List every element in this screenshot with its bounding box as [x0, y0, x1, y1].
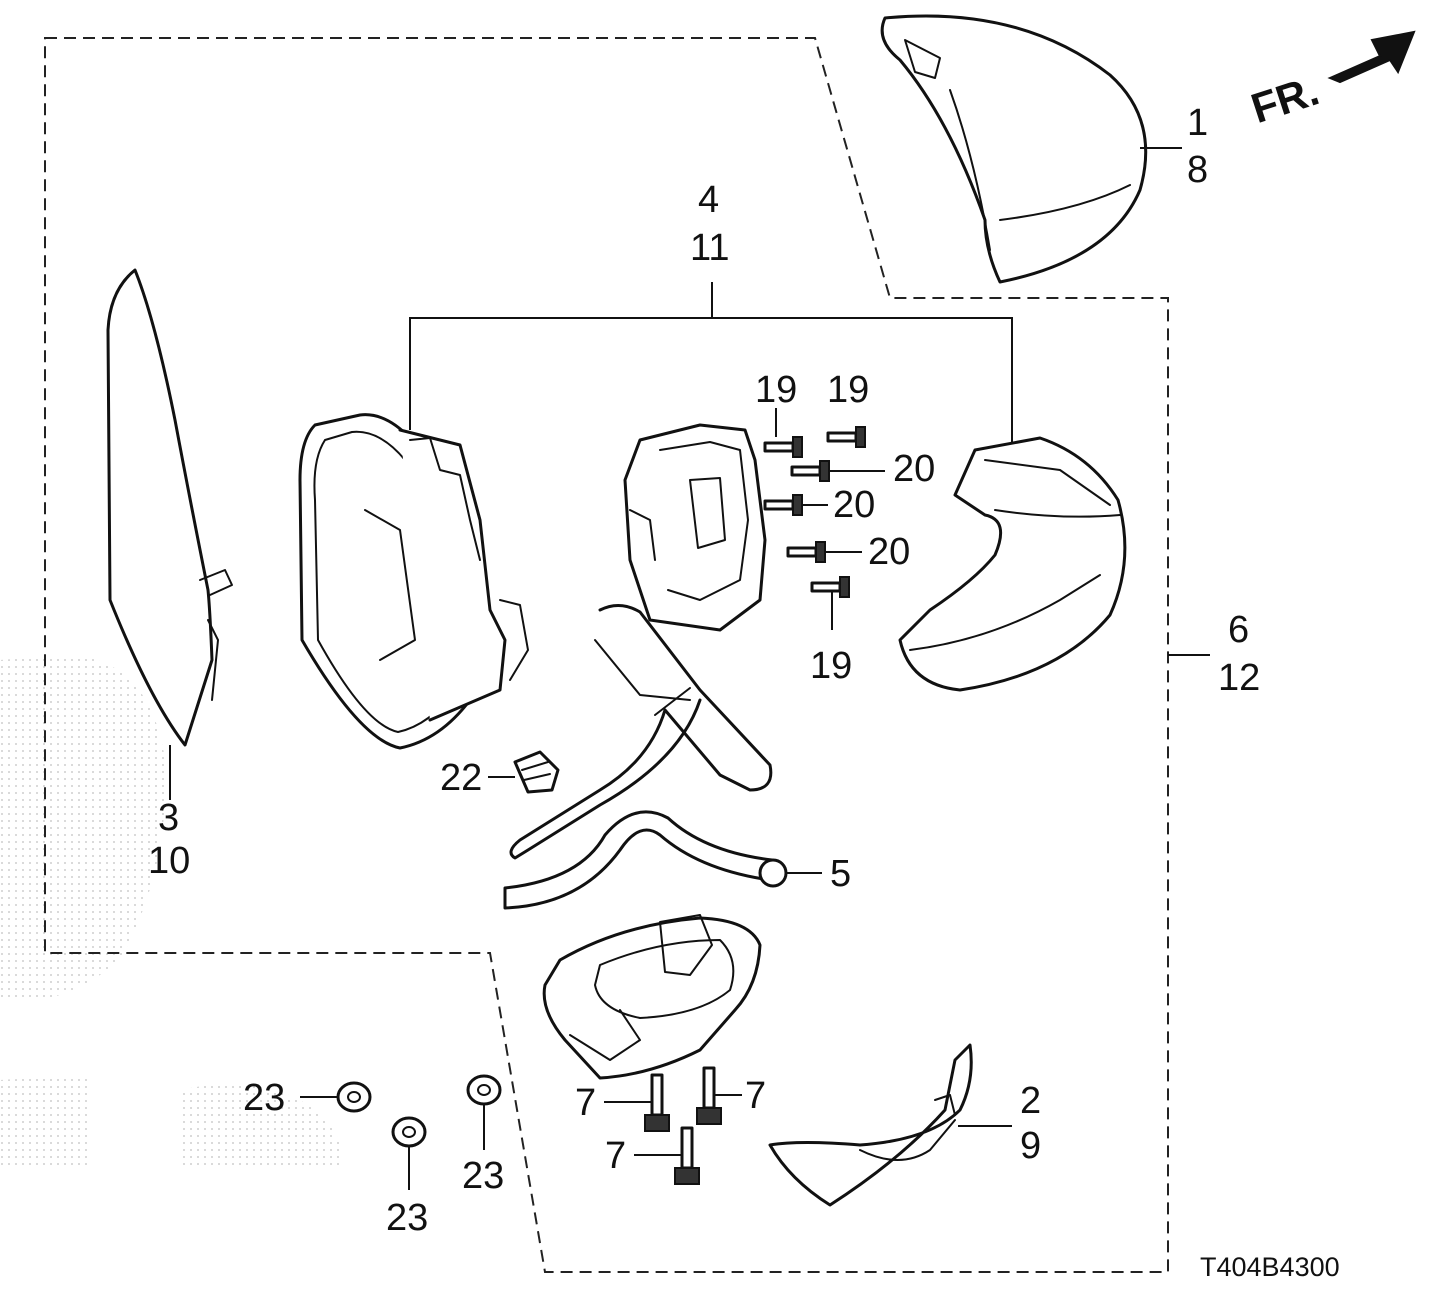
callout-23-c: 23 — [462, 1155, 504, 1197]
mirror-glass — [106, 268, 233, 747]
callout-7-c: 7 — [605, 1135, 626, 1177]
callout-19-b: 19 — [827, 369, 869, 411]
callout-23-b: 23 — [386, 1197, 428, 1239]
callout-20-a: 20 — [893, 448, 935, 490]
screw-19-c — [810, 576, 850, 598]
callout-10: 10 — [148, 840, 190, 882]
screw-19-a — [763, 436, 803, 458]
callout-5: 5 — [830, 853, 851, 895]
callout-6: 6 — [1228, 609, 1249, 651]
callout-1: 1 — [1187, 102, 1208, 144]
screw-19-b — [826, 426, 866, 448]
nut-23-b — [391, 1116, 427, 1148]
nut-23-a — [336, 1081, 372, 1113]
callout-19-a: 19 — [755, 369, 797, 411]
screw-20-b — [763, 494, 803, 516]
watermark — [0, 655, 342, 1170]
nut-23-c — [466, 1074, 502, 1106]
callout-3: 3 — [158, 797, 179, 839]
mirror-cover-cap — [880, 14, 1148, 284]
screw-20-a — [790, 460, 830, 482]
callout-8: 8 — [1187, 149, 1208, 191]
screw-7-b — [696, 1066, 722, 1125]
mirror-actuator-motor — [623, 423, 767, 632]
callout-20-b: 20 — [833, 484, 875, 526]
mirror-base — [542, 914, 762, 1080]
front-direction-indicator: FR. — [1245, 30, 1416, 132]
callout-22: 22 — [440, 757, 482, 799]
callout-12: 12 — [1218, 657, 1260, 699]
assembly-boundary — [44, 37, 1169, 1273]
mirror-housing-frame — [298, 413, 529, 750]
mirror-back-housing — [898, 436, 1127, 692]
callout-19-c: 19 — [810, 645, 852, 687]
callout-23-a: 23 — [243, 1077, 285, 1119]
wire-harness — [509, 604, 773, 860]
screw-7-c — [674, 1126, 700, 1185]
screw-20-c — [786, 541, 826, 563]
callout-4: 4 — [698, 179, 719, 221]
front-direction-label: FR. — [1245, 66, 1324, 132]
drawing-code: T404B4300 — [1200, 1252, 1340, 1282]
corrugated-cable-tube — [503, 810, 788, 910]
callout-7-a: 7 — [575, 1082, 596, 1124]
callout-11: 11 — [690, 227, 729, 269]
lower-mirror-cover — [768, 1043, 973, 1207]
harness-clip — [513, 750, 560, 794]
callout-2: 2 — [1020, 1080, 1041, 1122]
callout-9: 9 — [1020, 1125, 1041, 1167]
screw-7-a — [644, 1073, 670, 1132]
front-arrow-icon — [1327, 30, 1416, 84]
callout-20-c: 20 — [868, 531, 910, 573]
callout-7-b: 7 — [745, 1075, 766, 1117]
